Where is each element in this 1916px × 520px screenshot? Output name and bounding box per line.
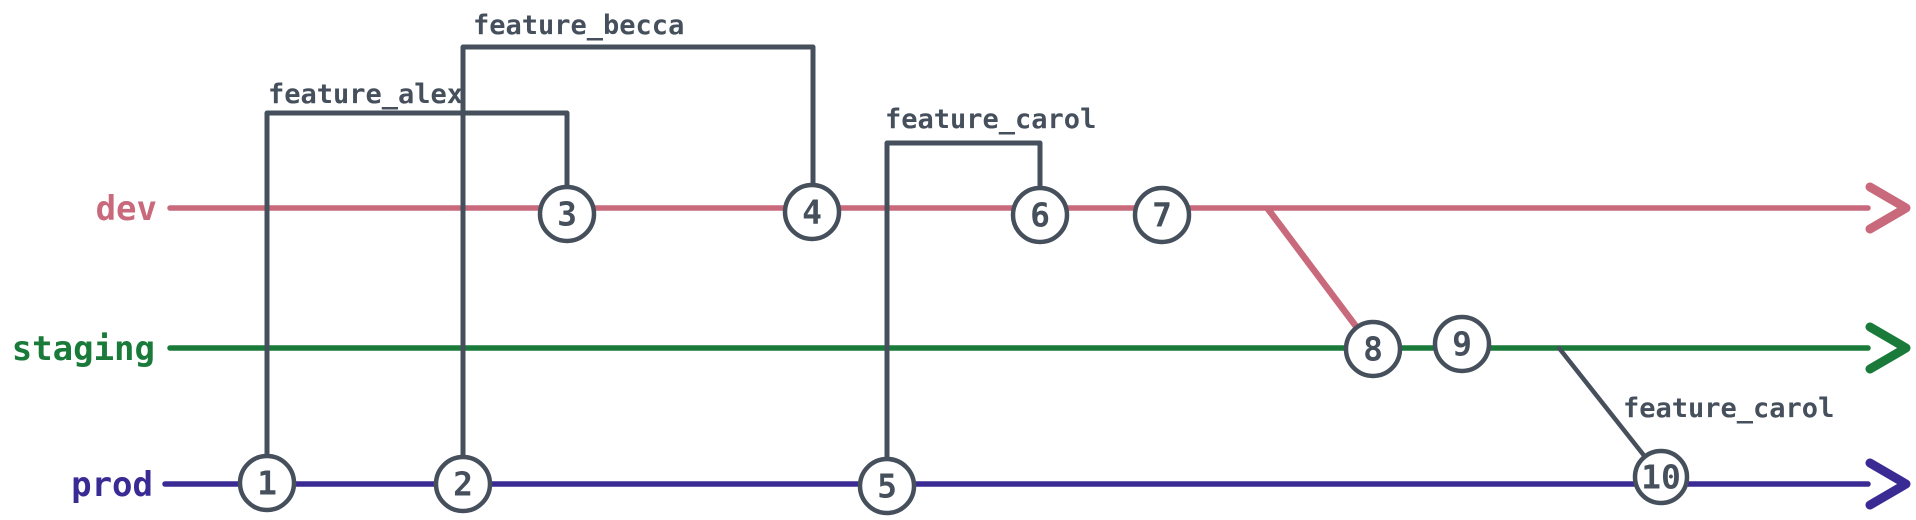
commit-number-7: 7 — [1152, 196, 1172, 235]
commit-node-3 — [537, 184, 597, 244]
commit-node-8 — [1343, 319, 1403, 379]
commit-number-2: 2 — [453, 465, 473, 504]
feature-branch-path-1 — [460, 44, 816, 487]
commit-number-5: 5 — [877, 467, 897, 506]
branch-label-prod: prod — [71, 465, 153, 505]
branch-label-dev: dev — [96, 189, 157, 229]
commit-number-1: 1 — [257, 464, 277, 503]
commit-node-1 — [237, 453, 297, 513]
arrow-icon-staging — [1865, 322, 1911, 374]
arrow-icon-prod — [1865, 458, 1911, 510]
commit-node-4 — [782, 182, 842, 242]
commit-node-9 — [1432, 314, 1492, 374]
merge-label-10: feature_carol — [1623, 393, 1834, 424]
commit-number-8: 8 — [1363, 330, 1383, 369]
feature-branch-path-2 — [884, 140, 1043, 489]
commit-node-5 — [857, 456, 917, 516]
commit-number-9: 9 — [1452, 325, 1472, 364]
commit-node-10 — [1632, 448, 1690, 506]
commit-number-10: 10 — [1641, 458, 1681, 497]
commit-node-7 — [1132, 185, 1192, 245]
commit-number-3: 3 — [557, 195, 577, 234]
commit-number-6: 6 — [1030, 196, 1050, 235]
commit-node-6 — [1010, 185, 1070, 245]
feature-branch-path-0 — [264, 110, 570, 486]
commit-node-2 — [433, 454, 493, 514]
feature-branch-label-0: feature_alex — [268, 79, 463, 110]
branch-label-staging: staging — [12, 329, 155, 369]
arrow-icon-dev — [1865, 182, 1911, 234]
commit-number-4: 4 — [802, 193, 822, 232]
feature-branch-label-1: feature_becca — [473, 10, 684, 41]
feature-branch-label-2: feature_carol — [885, 104, 1096, 135]
